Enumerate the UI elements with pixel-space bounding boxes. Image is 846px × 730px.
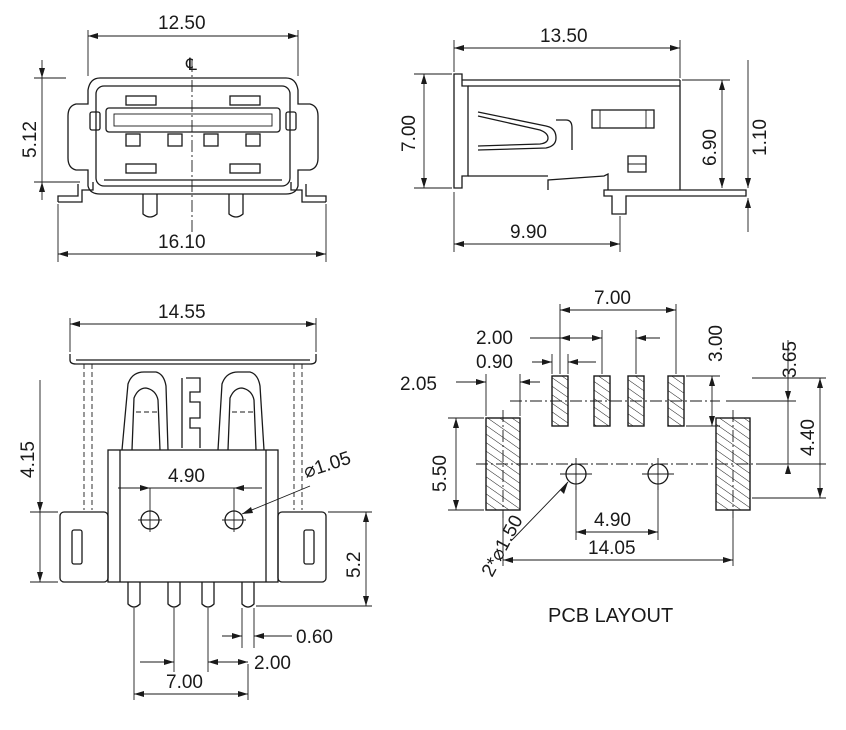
pcb-layout-label: PCB LAYOUT — [548, 605, 673, 627]
dim-bottom-height: 4.15 — [18, 441, 39, 478]
dim-bottom-hole-spacing: 4.90 — [168, 466, 205, 487]
dim-side-height-body: 6.90 — [700, 129, 721, 166]
bottom-view: 14.55 4.15 4.90 ⌀1.05 5.2 0.60 — [18, 302, 372, 700]
dim-pcb-tab-center: 4.40 — [798, 419, 819, 456]
centerline-symbol: ℄ — [185, 55, 197, 74]
dim-bottom-pin-width: 0.60 — [296, 627, 333, 648]
dim-pcb-pad-width: 0.90 — [476, 352, 513, 373]
dim-front-height: 5.12 — [20, 121, 41, 158]
dim-bottom-width: 14.55 — [158, 302, 206, 323]
dim-pcb-tab-span: 14.05 — [588, 538, 636, 559]
dim-side-offset: 1.10 — [750, 119, 771, 156]
dim-pcb-tab-height: 5.50 — [430, 455, 451, 492]
front-view: ℄ 12.50 5.12 16.10 — [20, 13, 327, 262]
dim-side-tail: 9.90 — [510, 222, 547, 243]
dim-bottom-standoff: 5.2 — [344, 552, 365, 578]
dim-pcb-tab-offset: 3.65 — [780, 341, 801, 378]
dim-pcb-pin-span: 7.00 — [594, 288, 631, 309]
side-view: 13.50 7.00 6.90 1.10 9.90 — [399, 26, 771, 252]
dim-front-width-outer: 16.10 — [158, 232, 206, 253]
dim-front-width-inner: 12.50 — [158, 13, 206, 34]
dim-pcb-pin-pitch: 2.00 — [476, 328, 513, 349]
dim-pcb-hole-spacing: 4.90 — [594, 510, 631, 531]
dim-bottom-pin-pitch: 2.00 — [254, 653, 291, 674]
dim-pcb-tab-width: 2.05 — [400, 374, 437, 395]
dim-pcb-pad-height: 3.00 — [706, 325, 727, 362]
dim-side-length: 13.50 — [540, 26, 588, 47]
dim-bottom-hole-dia: ⌀1.05 — [301, 448, 354, 483]
dim-side-height: 7.00 — [399, 115, 420, 152]
pcb-layout: 7.00 2.00 0.90 3.00 3.65 — [400, 288, 826, 627]
dim-bottom-pin-span: 7.00 — [166, 672, 203, 693]
